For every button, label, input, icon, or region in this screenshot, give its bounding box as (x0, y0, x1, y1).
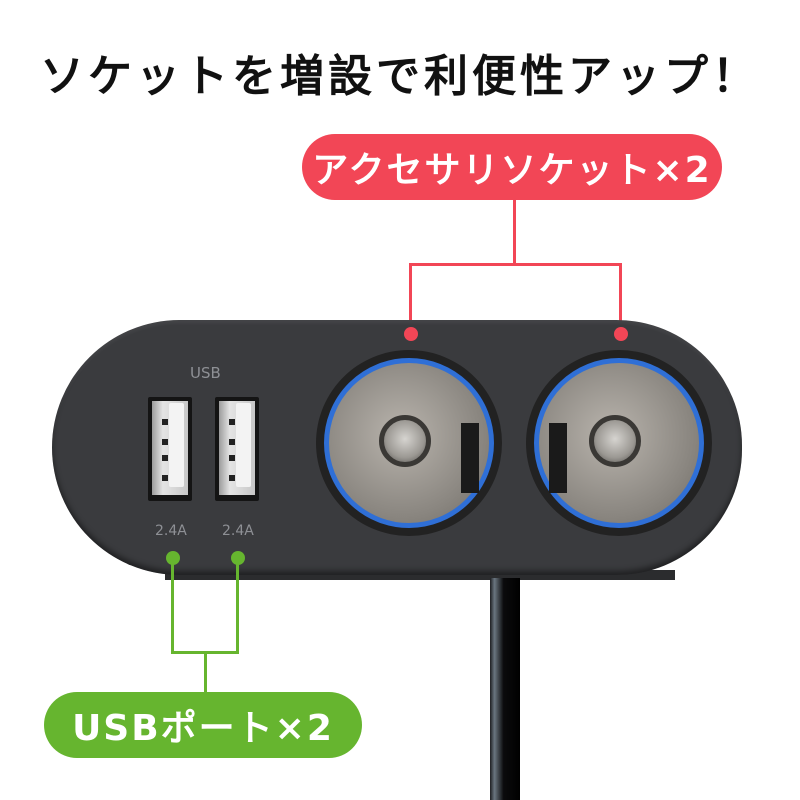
green-connector-left (171, 558, 174, 654)
red-connector-bar (409, 263, 622, 266)
accessory-socket-1 (316, 350, 502, 536)
accessory-socket-2 (526, 350, 712, 536)
socket-marker-dot-right (614, 327, 628, 341)
usb-port-1 (148, 397, 192, 501)
socket-contact (589, 415, 641, 467)
socket-contact (379, 415, 431, 467)
accessory-socket-callout: アクセサリソケット×2 (302, 134, 722, 200)
green-connector-right (236, 558, 239, 654)
red-connector-left (409, 263, 412, 331)
device-base-shadow (165, 570, 675, 580)
power-cable (490, 578, 520, 800)
red-connector-stem (513, 200, 516, 264)
usb-port-2-amperage: 2.4A (222, 523, 254, 539)
green-connector-stem (204, 651, 207, 693)
usb-port-1-amperage: 2.4A (155, 523, 187, 539)
headline: ソケットを増設で利便性アップ！ (40, 51, 760, 102)
socket-marker-dot-left (404, 327, 418, 341)
usb-label: USB (190, 364, 221, 382)
usb-port-2 (215, 397, 259, 501)
usb-port-callout: USBポート×2 (44, 692, 362, 758)
red-connector-right (619, 263, 622, 331)
